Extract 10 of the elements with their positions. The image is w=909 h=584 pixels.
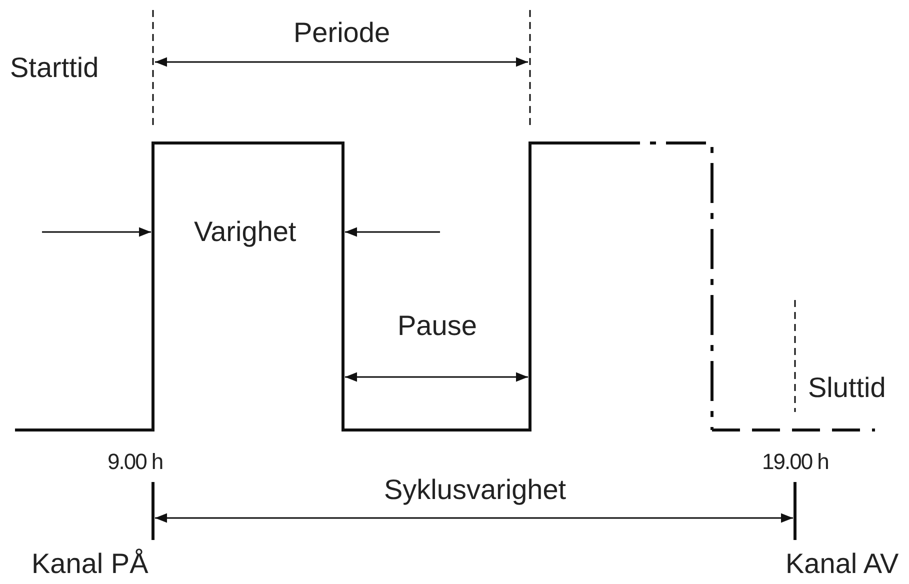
channel-label: Kanal PÅ	[32, 548, 148, 580]
time-label: 19.00 h	[762, 449, 828, 475]
dimension-label: Syklusvarighet	[384, 474, 566, 506]
dimension-label: Periode	[294, 17, 390, 49]
time-label: 9.00 h	[108, 449, 163, 475]
time-label: Starttid	[10, 52, 99, 84]
channel-label: Kanal AV	[786, 548, 899, 580]
dimension-label: Pause	[398, 310, 477, 342]
dimension-label: Varighet	[194, 216, 296, 248]
time-label: Sluttid	[808, 372, 886, 404]
